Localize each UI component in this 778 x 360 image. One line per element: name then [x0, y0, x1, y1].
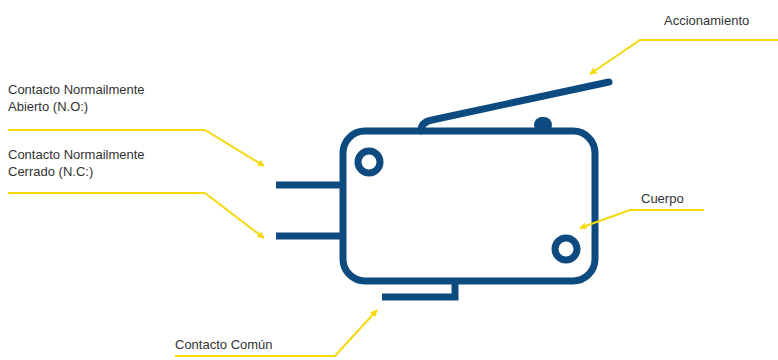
leader-line: [8, 193, 264, 238]
leader-line: [580, 210, 704, 228]
plunger-button: [534, 117, 552, 133]
nc-contact-label: Contacto Normailmente Cerrado (N.C:): [8, 146, 180, 180]
common-terminal: [382, 281, 455, 297]
no-terminal: [276, 182, 343, 189]
nc-terminal: [276, 233, 343, 240]
common-contact-label: Contacto Común: [175, 336, 375, 353]
switch-body: [343, 131, 595, 281]
body-label: Cuerpo: [641, 190, 721, 207]
mounting-hole: [358, 151, 380, 173]
no-contact-label: Contacto Normailmente Abierto (N.O:): [8, 81, 180, 115]
actuator-lever: [421, 82, 609, 131]
actuator-label: Accionamiento: [664, 12, 774, 29]
leader-line: [175, 310, 377, 356]
mounting-hole: [555, 238, 577, 260]
leader-line: [590, 40, 778, 74]
